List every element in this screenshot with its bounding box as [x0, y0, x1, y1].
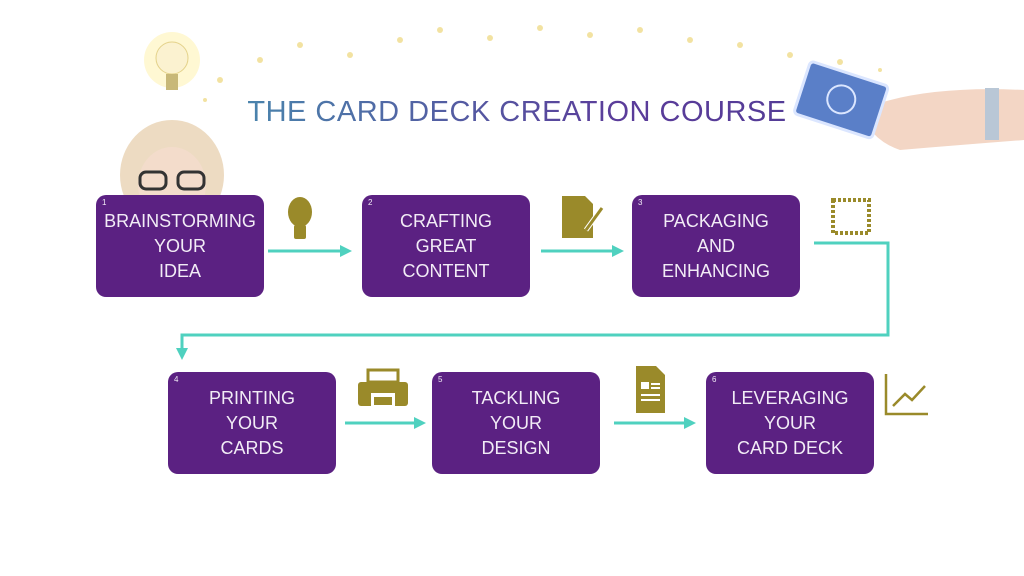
stamp-frame-icon [831, 198, 871, 235]
step-label-line: GREAT [415, 235, 477, 256]
step-label-line: BRAINSTORMING [104, 210, 256, 231]
step-number: 6 [712, 375, 717, 384]
arrowheads [176, 245, 696, 429]
document-layout-icon [636, 366, 665, 413]
flow-arrows [180, 241, 890, 425]
step-label-line: TACKLING [471, 387, 561, 408]
step-label-line: CONTENT [402, 260, 490, 281]
glowing-lightbulb-image [144, 32, 200, 90]
step-label-line: PACKAGING [663, 210, 769, 231]
step-label-line: PRINTING [208, 387, 295, 408]
step-label-line: YOUR [153, 235, 206, 256]
step-label-line: ENHANCING [661, 260, 770, 281]
step-number: 3 [638, 198, 643, 207]
step-label-line: AND [696, 235, 735, 256]
printer-icon [358, 368, 408, 407]
step-label-line: YOUR [489, 412, 542, 433]
step-label-line: LEVERAGING [731, 387, 849, 408]
line-chart-icon [884, 374, 928, 416]
star-trail [203, 25, 882, 102]
step-number: 2 [368, 198, 373, 207]
step-label-line: YOUR [225, 412, 278, 433]
arrow-3-4 [180, 241, 890, 350]
step-label-line: IDEA [158, 260, 201, 281]
step-number: 1 [102, 198, 107, 207]
step-number: 5 [438, 375, 443, 384]
step-label-line: YOUR [763, 412, 816, 433]
step-label-line: CARDS [220, 437, 284, 458]
step-number: 4 [174, 375, 179, 384]
document-pen-icon [562, 196, 605, 238]
lightbulb-icon [288, 197, 312, 239]
step-label-line: CARD DECK [736, 437, 843, 458]
step-label-line: CRAFTING [400, 210, 492, 231]
hand-holding-card-image [793, 60, 1024, 150]
page-title: THE CARD DECK CREATION COURSE [0, 96, 1024, 129]
step-label-line: DESIGN [481, 437, 551, 458]
